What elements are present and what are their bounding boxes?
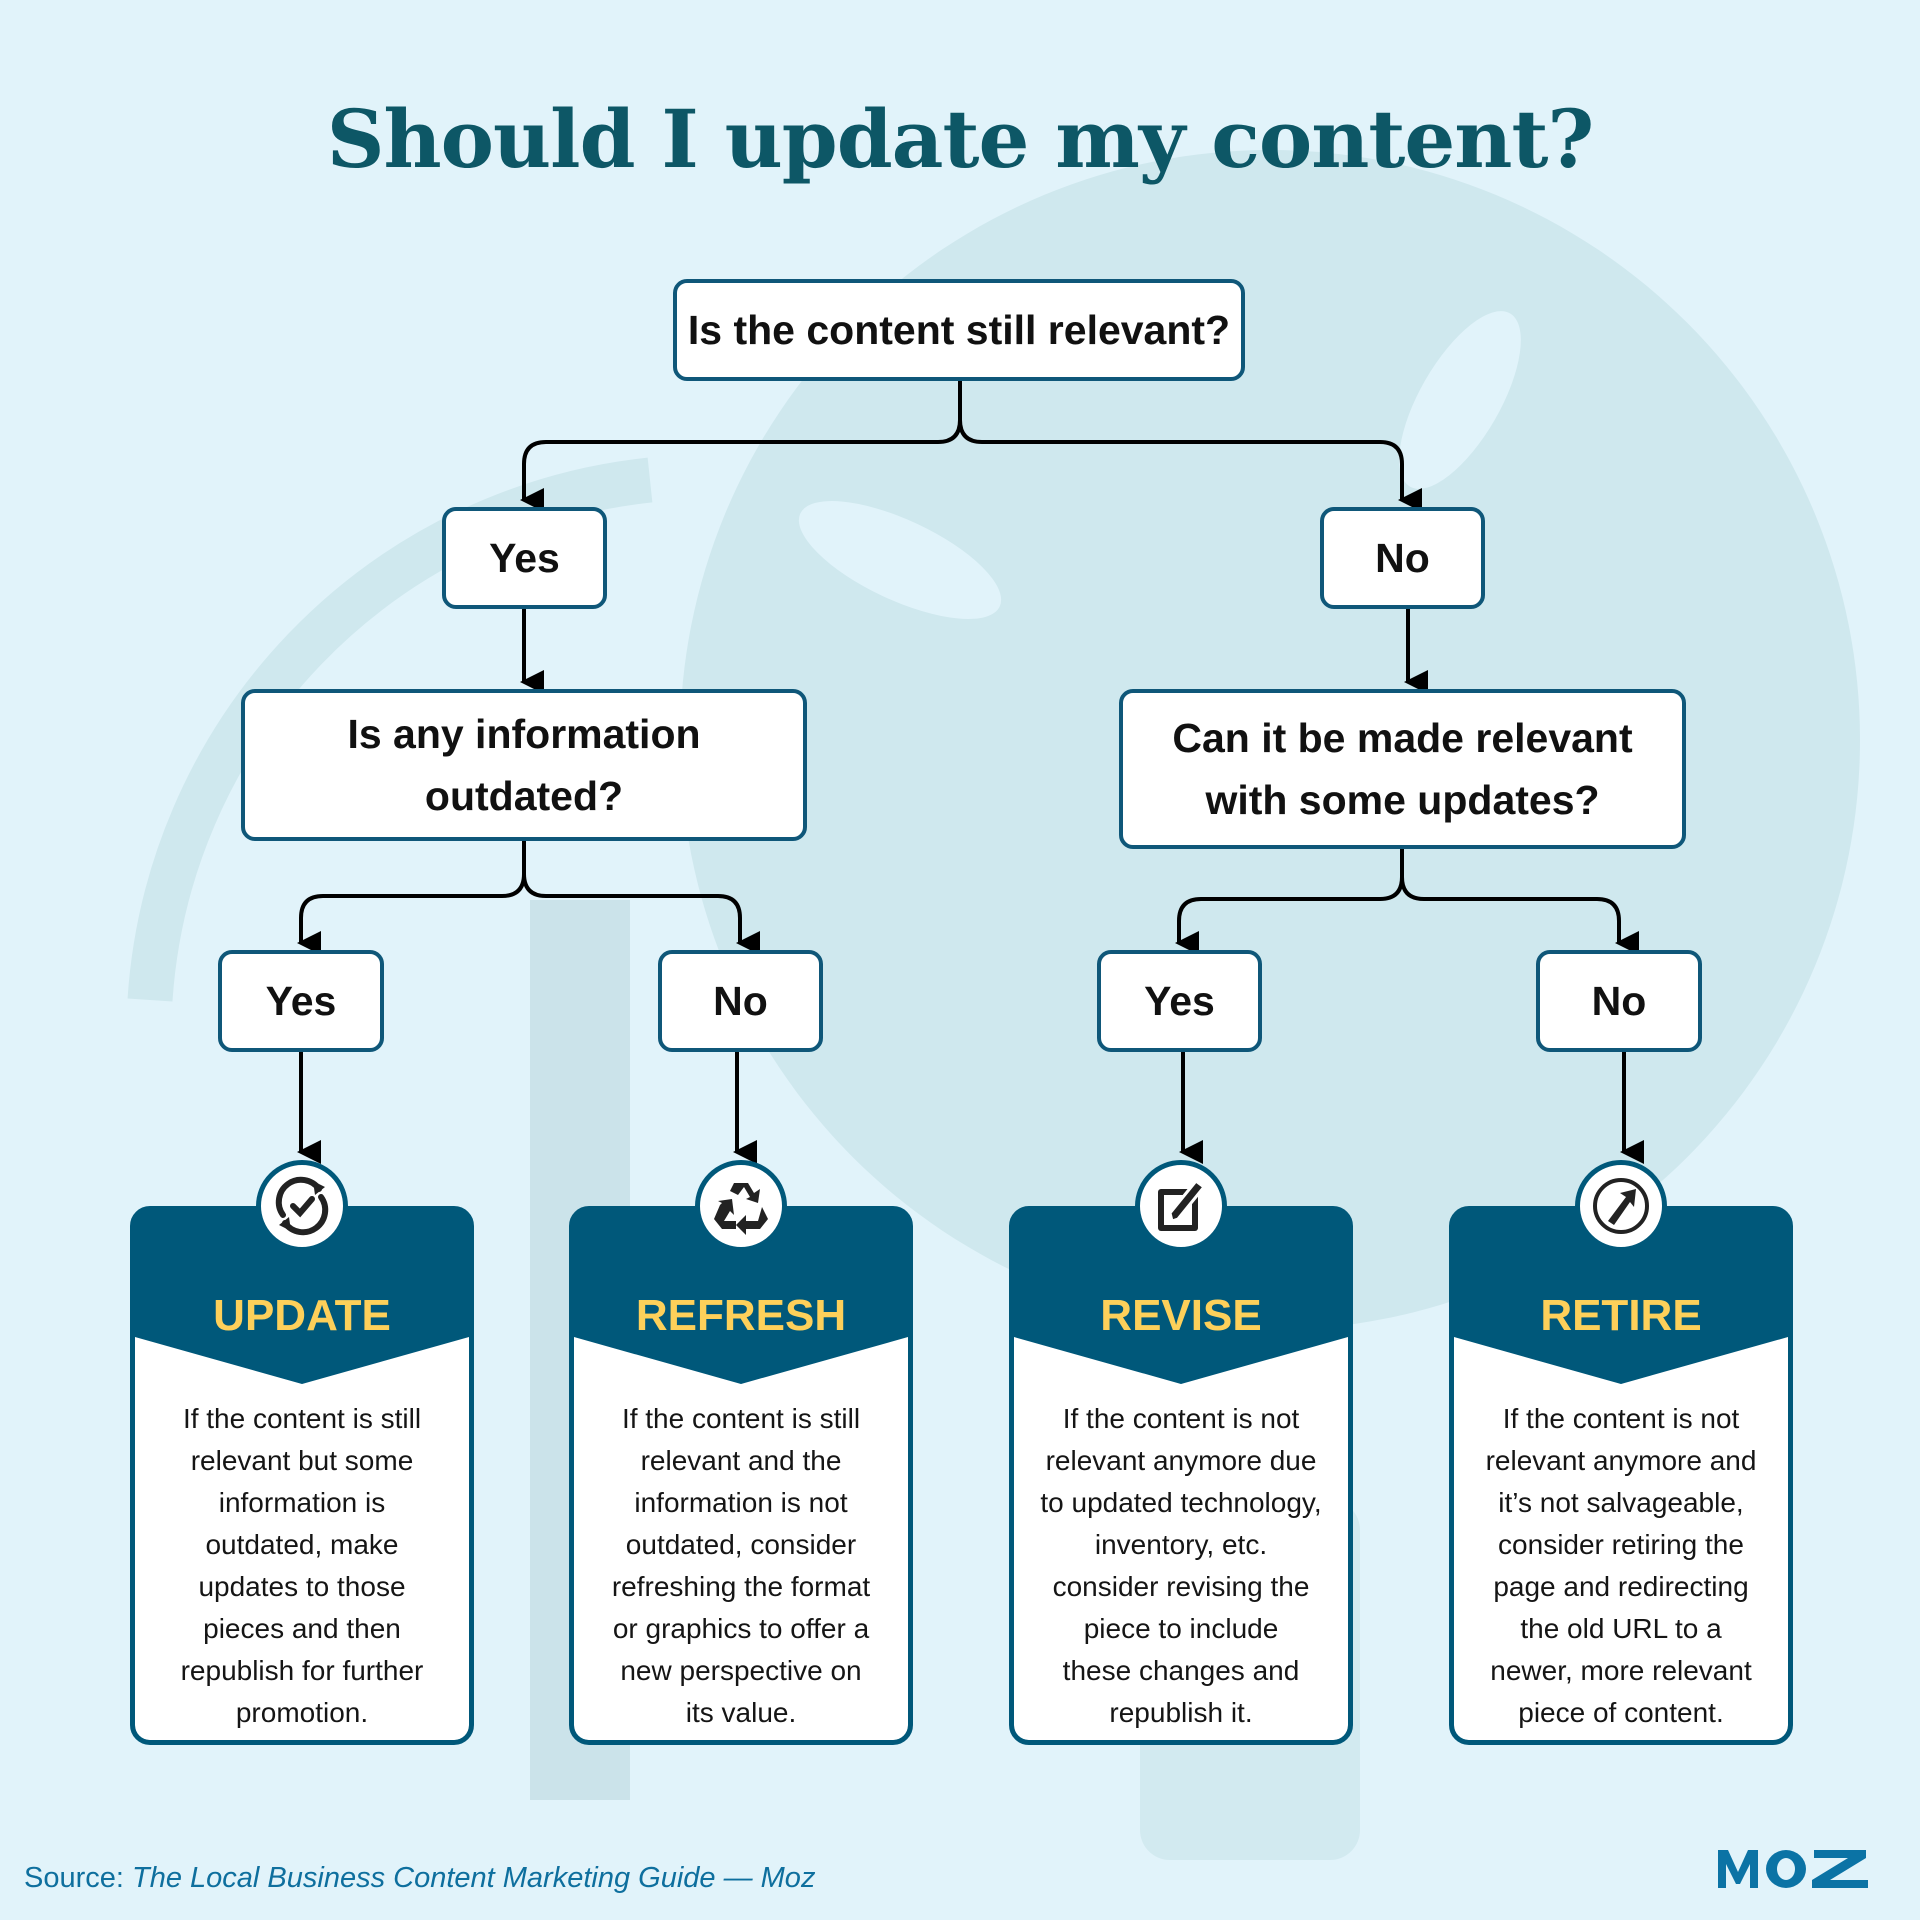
text-line: If the content is not [1062,1403,1300,1434]
card-description: If the content is not relevant anymore du… [1014,1398,1348,1734]
update-card: UPDATE If the content is still relevant b… [130,1206,474,1745]
text-line: these changes and [1062,1655,1300,1686]
card-heading: UPDATE [213,1291,391,1340]
text-line: page and redirecting [1493,1571,1749,1602]
text-line: inventory, etc. [1094,1529,1268,1560]
yes-relevant-box: Yes [442,507,607,609]
sync-check-icon [256,1160,348,1252]
text-line: relevant but some [190,1445,414,1476]
card-heading: REVISE [1100,1291,1262,1340]
card-description: If the content is still relevant and the i… [574,1398,908,1734]
page-title: Should I update my content? [326,92,1595,186]
yes-outdated-box: Yes [218,950,384,1052]
text-line: promotion. [235,1697,369,1728]
text-line: piece of content. [1518,1697,1724,1728]
text-line: newer, more relevant [1490,1655,1752,1686]
made-relevant-question-box: Can it be made relevant with some update… [1119,689,1686,849]
text-line: to updated technology, [1040,1487,1322,1518]
text-line: or graphics to offer a [612,1613,870,1644]
text-line: updates to those [198,1571,406,1602]
no-relevant-box: No [1320,507,1485,609]
text-line: consider revising the [1052,1571,1310,1602]
text-line: refreshing the format [611,1571,871,1602]
text-line: republish it. [1109,1697,1253,1728]
text-line: pieces and then [203,1613,401,1644]
text-line: new perspective on [620,1655,862,1686]
text-line: outdated, consider [625,1529,857,1560]
text-line: relevant anymore due [1045,1445,1317,1476]
question-line: Can it be made relevant [1172,715,1633,761]
root-question-box: Is the content still relevant? [673,279,1245,381]
text-line: If the content is still [182,1403,422,1434]
moz-logo [1718,1850,1868,1888]
outdated-question-box: Is any information outdated? [241,689,807,841]
recycle-icon [695,1160,787,1252]
question-line: Is any information [347,711,701,757]
card-heading: RETIRE [1540,1291,1702,1340]
card-heading: REFRESH [635,1291,847,1340]
text-line: relevant and the [640,1445,842,1476]
text-line: republish for further [180,1655,424,1686]
text-line: piece to include [1083,1613,1279,1644]
refresh-card: REFRESH If the content is still relevant … [569,1206,913,1745]
no-salvage-box: No [1536,950,1702,1052]
text-line: its value. [685,1697,797,1728]
card-description: If the content is still relevant but some… [135,1398,469,1734]
source-prefix: Source: [24,1862,132,1894]
edit-icon [1135,1160,1227,1252]
text-line: If the content is not [1502,1403,1740,1434]
text-line: If the content is still [621,1403,861,1434]
source-credit: Source: The Local Business Content Marke… [24,1862,815,1895]
card-description: If the content is not relevant anymore an… [1454,1398,1788,1734]
yes-salvage-box: Yes [1097,950,1262,1052]
text-line: relevant anymore and [1485,1445,1757,1476]
source-title: The Local Business Content Marketing Gui… [132,1862,816,1894]
text-line: information is [218,1487,386,1518]
text-line: information is not [634,1487,848,1518]
text-line: it’s not salvageable, [1498,1487,1744,1518]
question-line: outdated? [424,773,624,819]
text-line: the old URL to a [1520,1613,1722,1644]
text-line: outdated, make [205,1529,399,1560]
retire-card: RETIRE If the content is not relevant any… [1449,1206,1793,1745]
redirect-arrow-icon [1575,1160,1667,1252]
no-outdated-box: No [658,950,823,1052]
text-line: consider retiring the [1498,1529,1744,1560]
question-line: with some updates? [1205,777,1600,823]
revise-card: REVISE If the content is not relevant any… [1009,1206,1353,1745]
